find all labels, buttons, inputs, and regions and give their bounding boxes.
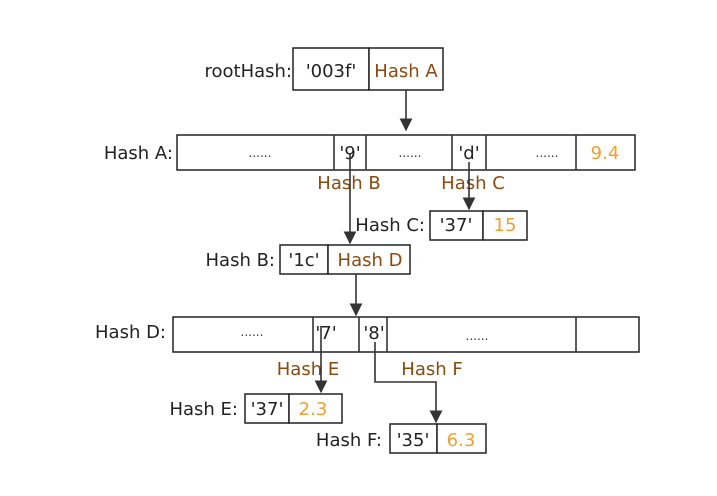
hash-c-node: Hash C: '37' 15	[355, 210, 528, 241]
hash-b-key-cell	[279, 244, 329, 275]
hash-b-ref: Hash D	[338, 250, 403, 271]
hash-f-value-cell	[436, 423, 487, 454]
hash-c-label: Hash C:	[355, 215, 425, 236]
hash-a-ellipsis: ......	[399, 146, 422, 160]
hash-f-node: Hash F: '35' 6.3	[316, 423, 487, 454]
hash-a-pointer-c: Hash C	[441, 173, 505, 194]
hash-c-key: '37'	[440, 215, 473, 236]
arrow-hash-d-to-hash-f	[374, 342, 443, 424]
hash-c-value-cell	[482, 210, 528, 241]
hash-a-box	[176, 134, 636, 171]
hash-a-ellipsis: ......	[249, 146, 272, 160]
hash-d-ellipsis: ......	[241, 325, 264, 339]
hash-f-value: 6.3	[447, 430, 476, 451]
hash-e-value-cell	[288, 393, 343, 424]
hash-b-ref-cell	[327, 244, 411, 275]
hash-e-label: Hash E:	[169, 399, 238, 420]
root-key-cell	[292, 47, 370, 91]
hash-d-key-8: '8'	[363, 323, 384, 344]
hash-c-value: 15	[494, 215, 517, 236]
root-key: '003f'	[306, 61, 357, 82]
hash-d-pointer-e: Hash E	[277, 359, 339, 380]
hash-a-key-d: 'd'	[458, 143, 479, 164]
hash-a-key-9: '9'	[339, 143, 360, 164]
hash-d-label: Hash D:	[95, 322, 166, 343]
hash-a-ellipsis: ......	[536, 146, 559, 160]
hash-a-node: Hash A: ...... '9' ...... 'd' ...... 9.4…	[104, 134, 636, 194]
hash-a-value: 9.4	[591, 143, 620, 164]
root-ref-cell	[368, 47, 444, 91]
hash-a-label: Hash A:	[104, 143, 173, 164]
hash-b-label: Hash B:	[206, 250, 276, 271]
hash-e-node: Hash E: '37' 2.3	[169, 393, 343, 424]
hash-d-ellipsis: ......	[466, 329, 489, 343]
hash-a-pointer-b: Hash B	[317, 173, 380, 194]
root-label: rootHash:	[204, 61, 292, 82]
hash-f-label: Hash F:	[316, 430, 382, 451]
hash-d-box	[172, 316, 640, 353]
hash-d-key-7: '7'	[315, 323, 336, 344]
root-node: rootHash: '003f' Hash A	[204, 47, 444, 91]
hash-d-pointer-f: Hash F	[401, 359, 462, 380]
hash-e-value: 2.3	[299, 399, 328, 420]
connectors	[314, 90, 476, 424]
hash-f-key: '35'	[397, 430, 430, 451]
hash-d-node: Hash D: ...... '7' '8' ...... Hash E Has…	[95, 316, 640, 380]
hash-e-key: '37'	[251, 399, 284, 420]
hash-e-key-cell	[244, 393, 290, 424]
hash-b-key: '1c'	[288, 250, 319, 271]
hash-b-node: Hash B: '1c' Hash D	[206, 244, 411, 275]
root-ref: Hash A	[374, 61, 438, 82]
